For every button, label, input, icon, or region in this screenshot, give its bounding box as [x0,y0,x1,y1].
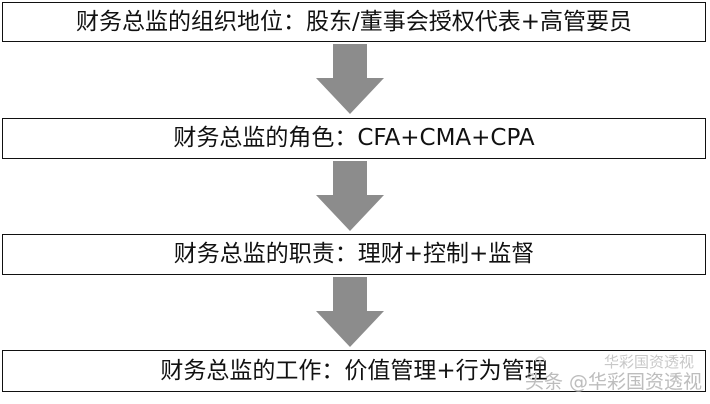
stage-box-organization-status: 财务总监的组织地位：股东/董事会授权代表+高管要员 [2,2,706,42]
stage-label-role: 财务总监的角色：CFA+CMA+CPA [173,125,535,151]
watermark-bottom-text: 头条 @华彩国资透视 [524,371,702,393]
down-arrow-icon [316,277,384,347]
stage-label-responsibilities: 财务总监的职责：理财+控制+监督 [173,241,535,267]
down-arrow-icon [316,161,384,231]
watermark-logo-icon [534,356,546,364]
watermark: 华彩国资透视 头条 @华彩国资透视 [492,349,702,394]
stage-label-organization-status: 财务总监的组织地位：股东/董事会授权代表+高管要员 [75,8,633,35]
stage-box-role: 财务总监的角色：CFA+CMA+CPA [2,118,706,159]
down-arrow-icon [316,44,384,114]
stage-label-work: 财务总监的工作：价值管理+行为管理 [160,357,548,384]
watermark-top-text: 华彩国资透视 [603,353,694,371]
stage-box-work: 财务总监的工作：价值管理+行为管理 [2,350,706,392]
stage-box-responsibilities: 财务总监的职责：理财+控制+监督 [2,234,706,275]
